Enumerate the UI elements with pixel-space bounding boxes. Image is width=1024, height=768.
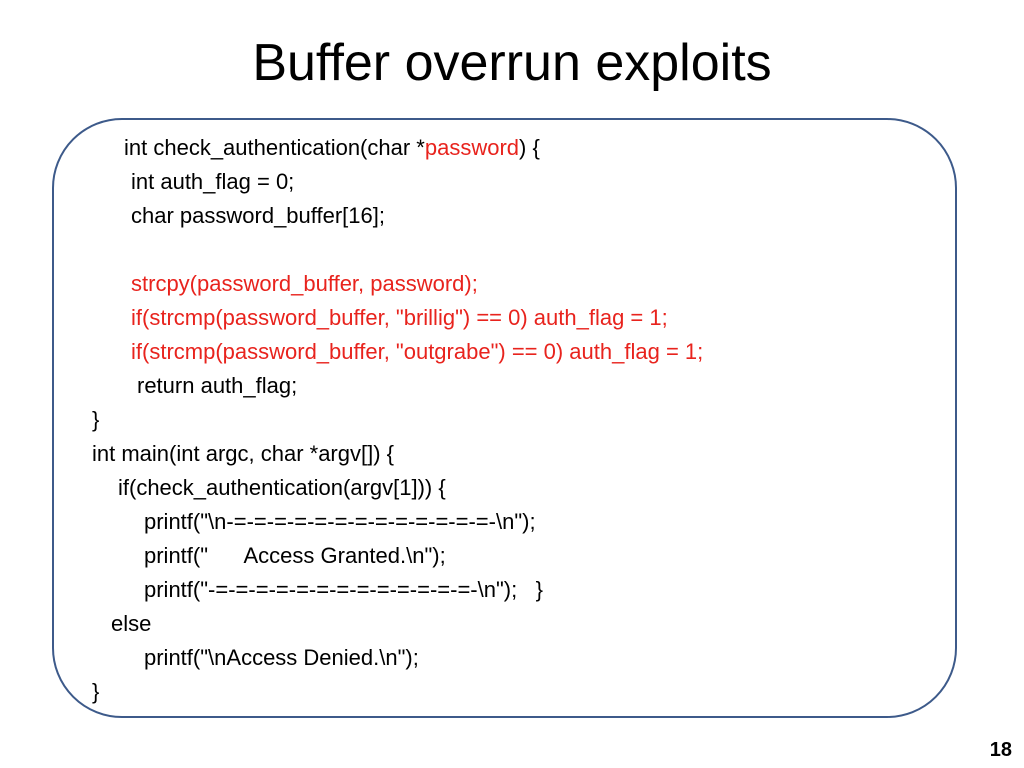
code-line-highlight: strcpy(password_buffer, password);: [131, 271, 478, 296]
code-line: else: [111, 611, 152, 636]
code-block: int check_authentication(char *password)…: [0, 131, 1024, 709]
code-line: }: [92, 407, 100, 432]
code-line: int main(int argc, char *argv[]) {: [92, 441, 395, 466]
code-line: int check_authentication(char *password)…: [0, 131, 1024, 165]
slide-title: Buffer overrun exploits: [252, 34, 772, 92]
code-line: printf(" Access Granted.\n");: [144, 543, 446, 568]
code-segment: ) {: [519, 135, 540, 160]
code-line: printf("\n-=-=-=-=-=-=-=-=-=-=-=-=-=-\n"…: [144, 509, 536, 534]
code-line-highlight: if(strcmp(password_buffer, "brillig") ==…: [131, 305, 668, 330]
code-segment-highlight: password: [424, 135, 520, 160]
code-box: [52, 118, 957, 718]
code-line: int auth_flag = 0;: [131, 169, 295, 194]
page-number: 18: [989, 739, 1012, 761]
code-line: if(check_authentication(argv[1])) {: [118, 475, 446, 500]
code-line: return auth_flag;: [137, 373, 298, 398]
code-line: printf("\nAccess Denied.\n");: [144, 645, 419, 670]
code-line-highlight: if(strcmp(password_buffer, "outgrabe") =…: [131, 339, 704, 364]
code-line: printf("-=-=-=-=-=-=-=-=-=-=-=-=-=-\n");…: [144, 577, 543, 602]
code-segment: int check_authentication(char *: [124, 135, 425, 160]
code-line: [0, 233, 1024, 267]
code-line: }: [92, 679, 100, 704]
code-line: char password_buffer[16];: [131, 203, 385, 228]
